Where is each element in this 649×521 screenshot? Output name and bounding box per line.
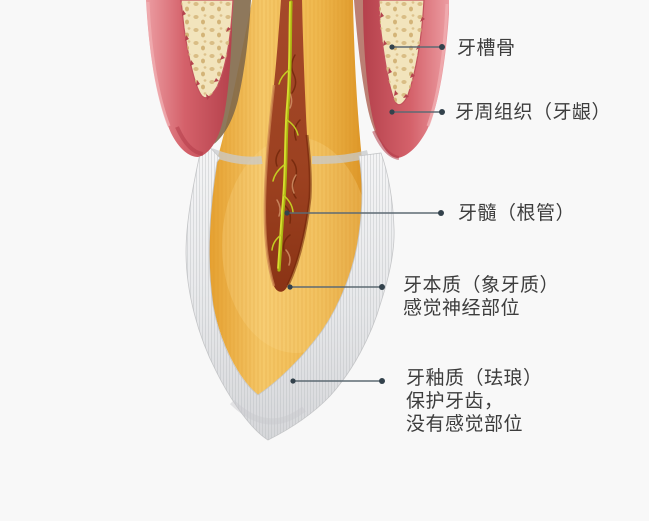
nerve-layer [271, 0, 299, 272]
label-alveolar-bone-line1: 牙槽骨 [457, 37, 516, 59]
label-pulp-line1: 牙髓（根管） [458, 202, 576, 224]
bone-left-holes [181, 0, 233, 98]
gum-right-tip-shade [372, 130, 400, 160]
gum-left-highlight [146, 1, 171, 127]
bone-right-holes [379, 0, 424, 105]
label-dentin-line2: 感觉神经部位 [403, 297, 521, 319]
label-alveolar-bone: 牙槽骨 [457, 37, 516, 60]
pulp-rim-dark [286, 134, 312, 286]
gum-serrations [182, 10, 425, 100]
leader-lines [287, 46, 442, 382]
label-pulp-root-canal: 牙髓（根管） [458, 202, 575, 225]
label-enamel-line3: 没有感觉部位 [406, 413, 524, 435]
nerve-main-dark [277, 0, 293, 272]
dentin-layer [209, 0, 370, 395]
label-periodontal-tissue: 牙周组织（牙龈） [455, 101, 611, 124]
ligament-strip-left [214, 0, 251, 144]
enamel-tip-shading [229, 399, 306, 425]
gum-left-tip-shade [175, 126, 204, 156]
pulp-rim-light [263, 84, 276, 287]
ligament-layer [214, 0, 391, 152]
bone-layer [180, 0, 425, 106]
nerve-main-bright [277, 1, 291, 269]
enamel-striations [186, 140, 395, 440]
label-dentin: 牙本质（象牙质） 感觉神经部位 [403, 274, 559, 320]
label-enamel-line1: 牙釉质（珐琅） [406, 367, 543, 389]
nerve-branches [271, 69, 299, 251]
leader-dots [284, 44, 445, 384]
label-dentin-line1: 牙本质（象牙质） [403, 274, 560, 296]
ligament-strip-right [354, 0, 391, 152]
enamel-layer [185, 139, 395, 441]
label-periodontal-line1: 牙周组织（牙龈） [455, 101, 612, 123]
gum-right-highlight [426, 3, 449, 127]
label-enamel: 牙釉质（珐琅） 保护牙齿， 没有感觉部位 [406, 367, 543, 436]
label-enamel-line2: 保护牙齿， [406, 390, 504, 412]
